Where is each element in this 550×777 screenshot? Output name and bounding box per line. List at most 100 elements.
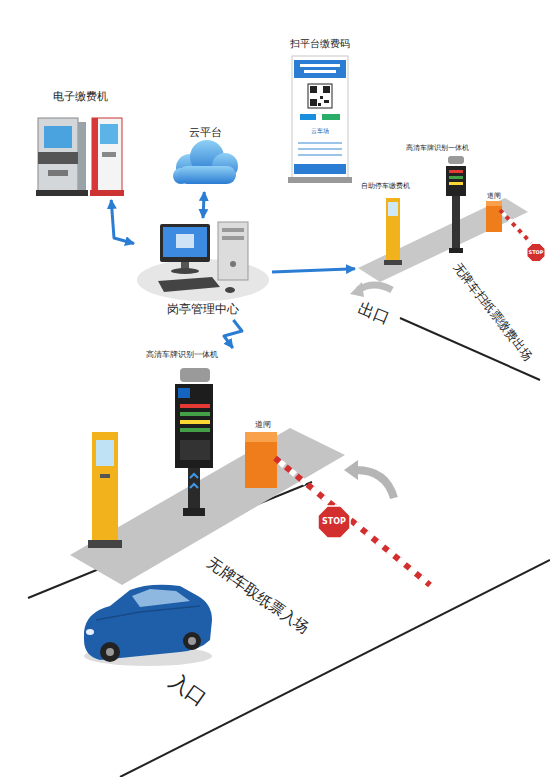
payment-kiosk-figure-part xyxy=(38,118,78,192)
qr-poster-figure-part xyxy=(292,56,348,178)
entrance-lane-figure-part xyxy=(245,440,277,488)
entrance-lane-figure-part xyxy=(180,440,210,460)
qr-poster-figure-part xyxy=(322,114,340,120)
exit-lane-figure-part xyxy=(486,204,502,232)
cloud-figure xyxy=(173,140,238,184)
stop-sign-text: STOP xyxy=(529,250,544,256)
entrance-lane-figure-part xyxy=(96,440,114,466)
payment-kiosk-figure-part xyxy=(36,190,88,196)
node-text: 扫平台缴费码 xyxy=(290,38,350,50)
qr-poster-figure-part xyxy=(304,70,336,73)
cloud-platform: 云平台 xyxy=(166,124,244,192)
qr-poster-figure-part xyxy=(294,60,346,78)
exit-lane-figure-part xyxy=(448,156,464,164)
qr-poster-figure xyxy=(288,56,352,183)
entrance-lane-figure-part xyxy=(245,432,277,442)
road-line xyxy=(28,318,550,777)
entrance-lane: 高清车牌识别一体机道闸 xyxy=(60,348,348,588)
flow-arrow xyxy=(203,192,204,218)
qr-poster-figure-part xyxy=(310,99,317,106)
entrance-lane-figure-part xyxy=(190,474,198,488)
exit-lane-figure-part xyxy=(449,248,463,253)
payment-kiosk: 电子缴费机 xyxy=(28,88,132,200)
computer-figure-part xyxy=(218,222,248,280)
booth-management-center: 岗亭管理中心 xyxy=(134,218,272,320)
computer-figure-part xyxy=(222,236,244,240)
payment-kiosk-figure-part xyxy=(102,152,116,157)
entrance-road-text: 入口 xyxy=(165,669,211,711)
qr-poster-figure-part xyxy=(298,154,342,156)
computer-figure-part xyxy=(225,287,235,293)
payment-kiosk-figure-part xyxy=(90,190,124,196)
entrance-lane-figure-part xyxy=(275,458,430,585)
qr-poster-figure-part xyxy=(300,64,340,67)
qr-poster-figure-part xyxy=(308,84,332,108)
exit-lane-figure-part xyxy=(386,198,400,262)
car-figure-part xyxy=(106,648,114,656)
entrance-lane-figure-part xyxy=(180,412,210,416)
computer-figure-part xyxy=(137,259,269,301)
payment-kiosk-figure-part xyxy=(100,124,118,144)
exit-road-text: 出口 xyxy=(356,299,393,328)
exit-lane-figure-part xyxy=(446,166,466,196)
exit-lane-figure-part xyxy=(500,210,531,243)
exit-lane-figure-part xyxy=(449,170,463,173)
node-text: 道闸 xyxy=(487,192,501,200)
flow-arrow xyxy=(111,200,134,244)
exit-lane-figure-part xyxy=(449,182,463,185)
car-figure-part xyxy=(100,642,120,662)
exit-lane: 高清车牌识别一体机自助停车缴费机道闸 xyxy=(355,142,537,286)
payment-kiosk-figure-part xyxy=(44,126,72,148)
car-figure-part xyxy=(132,589,190,607)
node-text: 高清车牌识别一体机 xyxy=(146,350,218,360)
computer-figure-part xyxy=(222,228,244,232)
exit-lane-figure-part xyxy=(486,201,502,206)
computer-figure-part xyxy=(158,277,220,292)
qr-poster-figure-part xyxy=(323,86,330,93)
qr-poster: 扫平台缴费码云车场 xyxy=(282,36,358,190)
exit-lane-figure-part xyxy=(358,285,392,290)
node-text: 云平台 xyxy=(189,126,222,139)
entrance-lane-figure-part xyxy=(318,506,350,538)
entrance-lane-figure-part xyxy=(180,368,210,382)
payment-kiosk-figure-part xyxy=(92,118,122,192)
entrance-lane-figure-part xyxy=(175,384,213,468)
car-figure xyxy=(84,585,212,666)
entrance-lane-figure-part xyxy=(178,388,190,398)
entrance-road-text: 无牌车取纸票入场 xyxy=(204,555,312,638)
entrance-lane-figure-part xyxy=(88,540,122,548)
entrance-lane-figure-part xyxy=(92,432,118,542)
payment-kiosk-figure-part xyxy=(38,152,78,164)
cloud-figure-part xyxy=(178,166,236,184)
exit-lane-figure-part xyxy=(500,210,531,243)
car-figure-part xyxy=(183,632,201,650)
entrance-lane-figure-part xyxy=(188,468,200,510)
exit-lane-figure-part xyxy=(527,244,545,262)
exit-lane-figure-part xyxy=(350,282,364,297)
computer-figure xyxy=(137,222,269,301)
node-text: 高清车牌识别一体机 xyxy=(406,144,469,152)
exit-lane-figure xyxy=(350,156,545,297)
qr-poster-figure-part xyxy=(300,114,316,120)
qr-poster-figure-part xyxy=(298,142,342,144)
car-figure-part xyxy=(188,637,196,645)
node-text: 电子缴费机 xyxy=(53,90,108,103)
node-text: 自助停车缴费机 xyxy=(361,182,410,190)
computer-figure-part xyxy=(163,227,207,257)
entrance-lane-figure-part xyxy=(180,420,210,424)
computer-figure-part xyxy=(160,224,210,262)
qr-poster-figure-part xyxy=(310,86,317,93)
car-figure-part xyxy=(86,629,94,635)
car-figure-part xyxy=(96,606,200,620)
payment-kiosk-figure-part xyxy=(78,122,86,192)
computer-figure-part xyxy=(171,268,199,274)
qr-poster-figure-part xyxy=(320,96,323,99)
exit-lane-figure-part xyxy=(452,196,460,248)
entrance-lane-figure-part xyxy=(180,404,210,408)
flow-arrow xyxy=(224,320,242,348)
payment-kiosk-figure xyxy=(36,118,124,196)
payment-kiosk-figure-part xyxy=(92,118,98,192)
